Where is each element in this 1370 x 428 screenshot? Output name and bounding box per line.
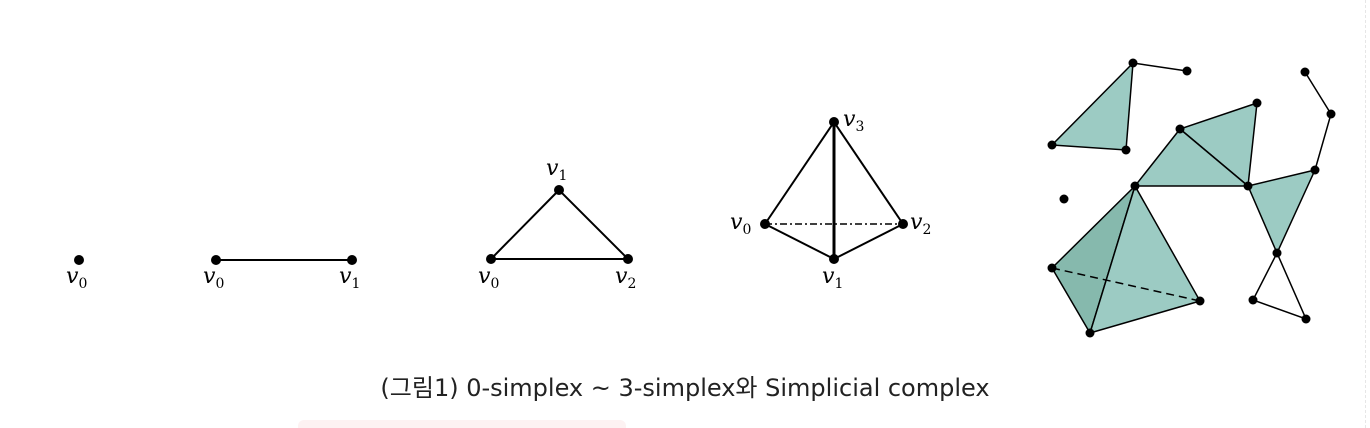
vertex [1252, 98, 1262, 108]
one-simplex: v0 v1 [203, 255, 360, 292]
vertex [211, 255, 221, 265]
vertex-label: v1 [546, 156, 567, 184]
vertex [898, 219, 908, 229]
filled-triangle [1050, 61, 1134, 151]
vertex-label: v3 [843, 107, 864, 135]
vertex [1248, 295, 1258, 305]
vertex [1121, 145, 1131, 155]
three-simplex: v3 v0 v2 v1 [730, 107, 931, 292]
edge [1132, 62, 1188, 72]
vertex [623, 254, 633, 264]
vertex-label: v0 [730, 210, 751, 238]
empty-triangle [1251, 251, 1308, 321]
vertex [829, 254, 839, 264]
edge [833, 121, 904, 225]
vertex [554, 185, 564, 195]
cutoff-text-row [0, 420, 1370, 428]
vertex [1128, 58, 1138, 68]
vertex [1300, 67, 1310, 77]
vertex [1182, 66, 1192, 76]
vertex [1310, 165, 1320, 175]
edge-path [1304, 71, 1332, 171]
vertex [1047, 263, 1057, 273]
vertex-label: v1 [822, 264, 843, 292]
vertex [1301, 314, 1311, 324]
filled-triangle [1246, 168, 1317, 255]
vertex [829, 117, 839, 127]
two-simplex: v1 v0 v2 [478, 156, 636, 292]
simplicial-complex [1047, 58, 1336, 338]
tetra-face [1088, 184, 1202, 335]
vertex [1243, 181, 1253, 191]
inline-code-highlight [298, 420, 626, 428]
vertex-label: v0 [66, 264, 87, 292]
vertex [1272, 248, 1282, 258]
vertex [1326, 109, 1336, 119]
figure-caption: (그림1) 0-simplex ~ 3-simplex와 Simplicial … [380, 374, 990, 402]
vertex-label: v1 [339, 264, 360, 292]
vertex-label: v0 [203, 264, 224, 292]
vertex [1130, 181, 1140, 191]
vertex [74, 255, 84, 265]
vertex-label: v0 [478, 264, 499, 292]
vertex [347, 255, 357, 265]
vertex-label: v2 [910, 210, 931, 238]
zero-simplex: v0 [66, 255, 87, 292]
filled-triangle [1133, 127, 1251, 187]
triangle [488, 188, 631, 260]
vertex [1059, 194, 1069, 204]
edge [764, 121, 835, 225]
vertex [1195, 296, 1205, 306]
vertex [1085, 328, 1095, 338]
vertex-label: v2 [615, 264, 636, 292]
vertex [760, 219, 770, 229]
edge [764, 223, 835, 260]
simplex-figure: v0 v0 v1 v1 v0 v2 v3 v0 v2 v1 [66, 58, 1336, 338]
edge [833, 223, 904, 260]
scrollbar-track[interactable] [1365, 0, 1370, 428]
vertex [1175, 124, 1185, 134]
vertex [1047, 140, 1057, 150]
vertex [486, 254, 496, 264]
